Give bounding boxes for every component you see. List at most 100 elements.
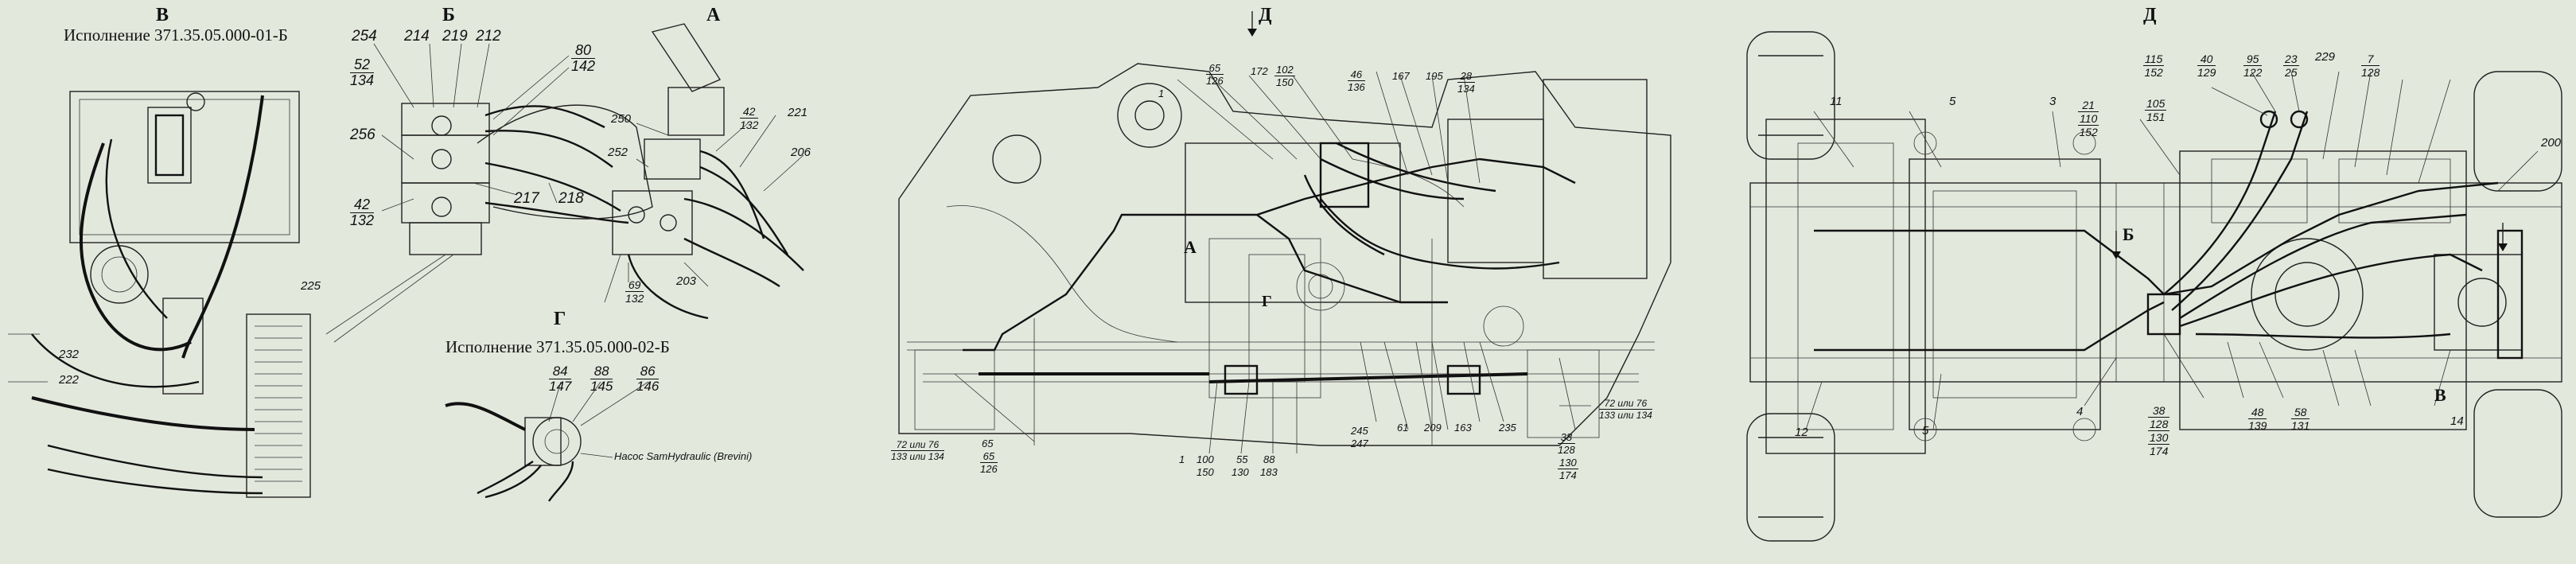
view-d-drawing: [1746, 31, 2562, 542]
view-g-version-caption: Исполнение 371.35.05.000-02-Б: [446, 337, 670, 356]
callout-150: 150: [1197, 466, 1214, 478]
view-v-letter: В: [156, 5, 169, 25]
view-a-assembly: [604, 23, 804, 320]
view-g-marker: Г: [1262, 293, 1272, 310]
callout-245: 245: [1351, 425, 1368, 437]
hydraulic-lines: [963, 142, 1576, 395]
callout-88: 88: [1263, 453, 1275, 465]
callout-183: 183: [1260, 466, 1278, 478]
main-side-view-drawing: [898, 11, 1671, 454]
view-arrows: [2111, 223, 2508, 259]
callout-3: 3: [2049, 95, 2057, 108]
frame-outline: [898, 63, 1671, 446]
view-d-letter-main: Д: [1259, 5, 1272, 25]
callout-11: 11: [1830, 95, 1843, 108]
callout-65-bottom: 65: [982, 438, 994, 449]
callout-221: 221: [788, 106, 808, 119]
view-leader-lines: [373, 43, 804, 426]
view-d-letter-top: Д: [2143, 5, 2157, 25]
callout-232: 232: [59, 348, 80, 361]
callout-167: 167: [1392, 70, 1410, 82]
callout-12: 12: [1795, 426, 1808, 439]
main-leader-lines: [954, 71, 1591, 454]
callout-214: 214: [404, 28, 430, 45]
view-b-assembly: [325, 103, 653, 343]
callout-250: 250: [611, 112, 632, 126]
callout-219: 219: [442, 28, 468, 45]
view-d-arrow: [1247, 11, 1257, 37]
callout-218: 218: [558, 190, 584, 207]
chassis-frame: [1749, 119, 2562, 454]
view-g-letter: Г: [554, 309, 566, 329]
callout-254: 254: [352, 28, 377, 45]
callout-195: 195: [1426, 70, 1443, 82]
pump-caption: Насос SamHydraulic (Brevini): [614, 450, 753, 462]
callout-130: 130: [1232, 466, 1249, 478]
view-a-marker: А: [1184, 237, 1197, 257]
view-d-leader-lines: [1805, 71, 2539, 430]
callout-235: 235: [1499, 422, 1516, 434]
callout-100: 100: [1197, 453, 1214, 465]
callout-203: 203: [676, 274, 697, 288]
callout-212: 212: [476, 28, 501, 45]
view-b-marker: Б: [2123, 224, 2134, 244]
callout-200: 200: [2541, 136, 2562, 150]
callout-5-bottom: 5: [1922, 424, 1929, 438]
callout-1-top: 1: [1158, 88, 1165, 99]
chassis-detail-lines: [1750, 131, 2562, 441]
callout-55: 55: [1236, 453, 1248, 465]
main-side-view-panel: Д А Г 1 167 195 245 61 209 163 235 55 88…: [875, 0, 1718, 564]
callout-5-top: 5: [1949, 95, 1956, 108]
wheels: [1746, 31, 2562, 542]
callout-252: 252: [608, 146, 628, 159]
callout-209: 209: [1424, 422, 1442, 434]
callout-163: 163: [1454, 422, 1472, 434]
detail-views-panel: В Исполнение 371.35.05.000-01-Б Б А Г Ис…: [0, 0, 859, 564]
callout-225: 225: [301, 279, 321, 293]
view-d-hydraulic-lines: [1814, 110, 2523, 360]
detail-views-drawing: [8, 23, 804, 502]
callout-229: 229: [2315, 50, 2336, 64]
callout-172: 172: [1251, 65, 1268, 77]
view-a-letter: А: [706, 5, 721, 25]
callout-217: 217: [514, 190, 539, 207]
view-g-assembly: [445, 402, 613, 502]
view-v-assembly: [8, 91, 311, 498]
callout-247: 247: [1351, 438, 1368, 449]
view-b-letter: Б: [442, 5, 455, 25]
callout-4: 4: [2076, 405, 2084, 418]
callout-256: 256: [350, 126, 376, 143]
view-v-marker: В: [2434, 385, 2446, 405]
callout-61: 61: [1397, 422, 1409, 434]
callout-14: 14: [2450, 414, 2464, 428]
callout-222: 222: [59, 373, 80, 387]
